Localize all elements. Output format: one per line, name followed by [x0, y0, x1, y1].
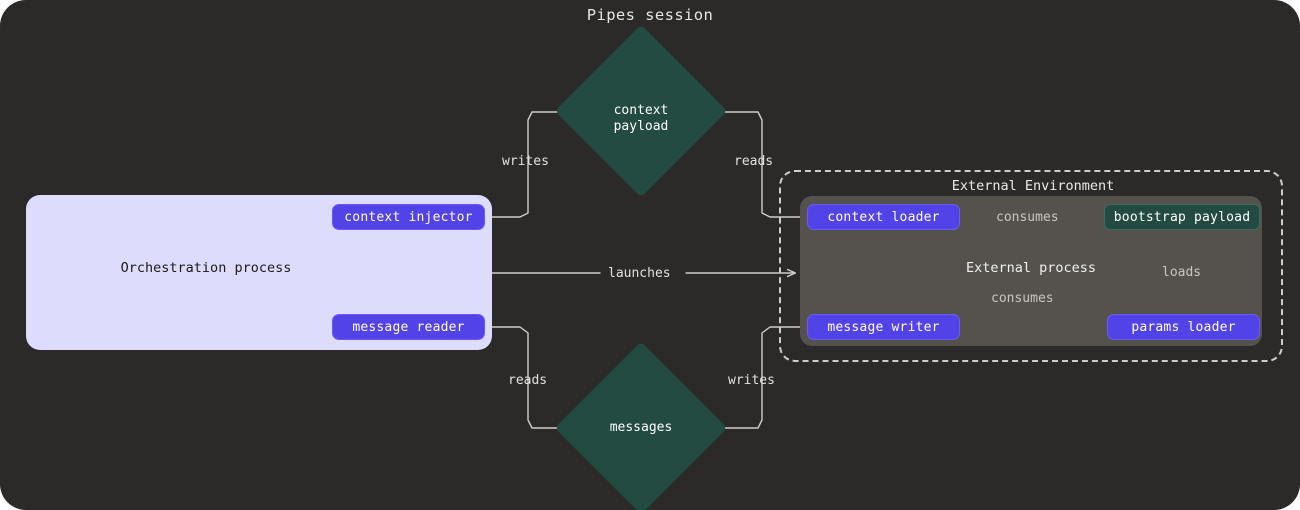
edge-label-reads-context: reads — [734, 154, 774, 169]
node-context-loader[interactable]: context loader — [807, 204, 960, 230]
edge-label-consumes-context: consumes — [996, 210, 1059, 225]
edge-label-launches: launches — [608, 266, 671, 281]
page-title: Pipes session — [586, 6, 714, 24]
node-message-writer[interactable]: message writer — [807, 314, 960, 340]
edge-label-consumes-message: consumes — [991, 291, 1054, 306]
edge-label-writes-messages: writes — [728, 373, 775, 388]
asset-context-payload-label: context payload — [561, 103, 721, 135]
context-payload-line2: payload — [613, 119, 669, 134]
messages-line1: messages — [609, 420, 673, 435]
asset-messages-label: messages — [561, 420, 721, 436]
node-params-loader[interactable]: params loader — [1107, 314, 1260, 340]
orchestration-process-label: Orchestration process — [120, 260, 292, 276]
edge-label-reads-messages: reads — [508, 373, 548, 388]
node-bootstrap-payload[interactable]: bootstrap payload — [1104, 204, 1260, 230]
edge-label-loads: loads — [1162, 265, 1202, 280]
context-payload-line1: context — [613, 103, 669, 118]
external-process-label: External process — [965, 260, 1097, 276]
node-context-injector[interactable]: context injector — [332, 204, 485, 230]
edge-label-writes-context: writes — [502, 154, 549, 169]
node-message-reader[interactable]: message reader — [332, 314, 485, 340]
cluster-external-environment: External Environment — [779, 170, 1283, 362]
external-environment-label: External Environment — [951, 178, 1115, 194]
